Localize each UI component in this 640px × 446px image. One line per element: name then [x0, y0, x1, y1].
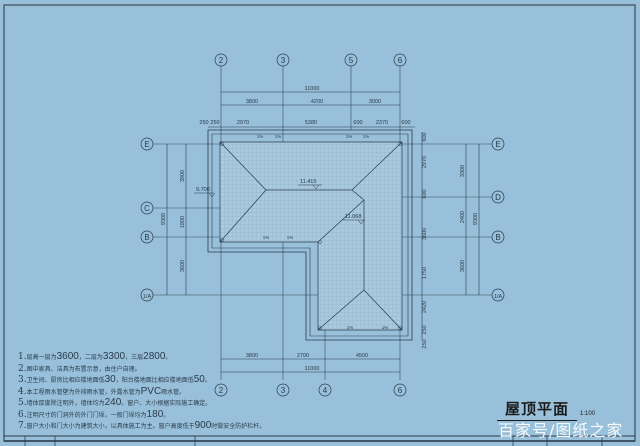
- dim-right-detail: 1750: [422, 267, 428, 279]
- slope-label: 1%: [257, 134, 264, 139]
- dim-top-detail: 5380: [305, 120, 317, 126]
- note-item: 3.卫生间、厨房比相应楼地面低30，阳台楼地面比相应楼地面低50。: [18, 374, 211, 385]
- dim-right-detail: 3600: [422, 228, 428, 240]
- dim-top-detail: 250: [210, 120, 219, 126]
- axis-label-bottom: 3: [281, 386, 286, 395]
- slope-label: 1%: [275, 134, 282, 139]
- note-item: 6.注明尺寸的门洞外的外门门垛，一般门垛均为180。: [18, 408, 170, 420]
- slope-label: 1%: [287, 235, 294, 240]
- dim-bottom-bay: 4500: [356, 353, 368, 359]
- dim-right-detail: 250: [422, 339, 428, 348]
- dim-right-detail: 600: [422, 132, 428, 141]
- slope-label: 1%: [382, 325, 389, 330]
- design-notes: 1.层高一层为3600，二层为3300，三层2800。 2.图中家具、洁具为布置…: [18, 351, 266, 433]
- dim-right-bay: 3600: [460, 260, 466, 272]
- elevation-eave: 9.700: [196, 187, 210, 193]
- axis-label-right: B: [495, 233, 500, 242]
- axis-label-left: 1/A: [143, 294, 152, 300]
- note-item: 5.墙体厚度除注明外，墙体均为240。窗户、大小根据实际施工确定。: [18, 397, 212, 408]
- axis-label-bottom: 2: [219, 386, 224, 395]
- dim-left-bay: 3900: [180, 170, 186, 182]
- drawing-title-block: 屋顶平面: [497, 398, 578, 421]
- drawing-title: 屋顶平面: [497, 398, 578, 421]
- dim-right-detail: 250: [422, 325, 428, 334]
- axis-label-top: 3: [281, 56, 286, 65]
- dim-top-detail: 600: [401, 120, 410, 126]
- dim-bottom-bay: 2700: [297, 353, 309, 359]
- note-item: 1.层高一层为3600，二层为3300，三层2800。: [18, 351, 172, 362]
- dim-top-bay: 4200: [311, 99, 323, 105]
- dim-top-bay: 3000: [369, 99, 381, 105]
- drawing-scale: 1:100: [580, 411, 596, 417]
- dim-left-bay: 1800: [180, 216, 186, 228]
- axis-label-top: 5: [349, 56, 354, 65]
- watermark: 百家号/图纸之家: [498, 421, 624, 440]
- axis-label-right: 1/A: [494, 294, 503, 300]
- axis-label-bottom: 4: [323, 386, 328, 395]
- elevation-ridge-secondary: 11.068: [345, 214, 361, 220]
- slope-label: 1%: [347, 325, 354, 330]
- dim-right-detail: 2970: [422, 156, 428, 168]
- dim-right-detail: 2420: [422, 301, 428, 313]
- dim-top-bay: 3800: [246, 99, 258, 105]
- dim-top-detail: 250: [199, 120, 208, 126]
- dim-top-detail: 2370: [376, 120, 388, 126]
- dim-top-detail: 600: [353, 120, 362, 126]
- dim-right-bay: 3300: [460, 165, 466, 177]
- elevation-ridge: 11.415: [300, 179, 316, 185]
- dim-bottom-overall: 11000: [305, 366, 320, 372]
- note-item: 2.图中家具、洁具为布置示意，由住户自理。: [18, 363, 141, 374]
- slope-label: 1%: [363, 134, 370, 139]
- dim-right-detail: 600: [422, 189, 428, 198]
- axis-label-left: E: [144, 140, 149, 149]
- dim-top-overall: 11000: [305, 86, 320, 92]
- axis-label-right: D: [495, 193, 501, 202]
- dim-left-bay: 3600: [180, 260, 186, 272]
- dim-top-detail: 2970: [237, 120, 249, 126]
- roof-plan: [207, 129, 413, 341]
- slope-label: 1%: [263, 235, 270, 240]
- axis-label-bottom: 6: [398, 386, 403, 395]
- axis-label-left: B: [144, 233, 149, 242]
- axis-label-top: 6: [398, 56, 403, 65]
- dim-left-overall: 9300: [161, 213, 167, 225]
- axis-label-right: E: [495, 140, 500, 149]
- dim-right-bay: 2400: [460, 211, 466, 223]
- dim-right-overall: 9300: [473, 213, 479, 225]
- axis-label-top: 2: [219, 56, 224, 65]
- note-item: 7.窗户大小和门大小为建筑大小，以具体施工为主。窗户高度低于900时做安全防护栏…: [18, 420, 266, 431]
- note-item: 4.本工程雨水管壁为外排雨水管，外露水管为PVC雨水管。: [18, 385, 186, 397]
- dim-bottom-bay: 3800: [246, 353, 258, 359]
- slope-label: 1%: [346, 134, 353, 139]
- axis-label-left: C: [144, 204, 150, 213]
